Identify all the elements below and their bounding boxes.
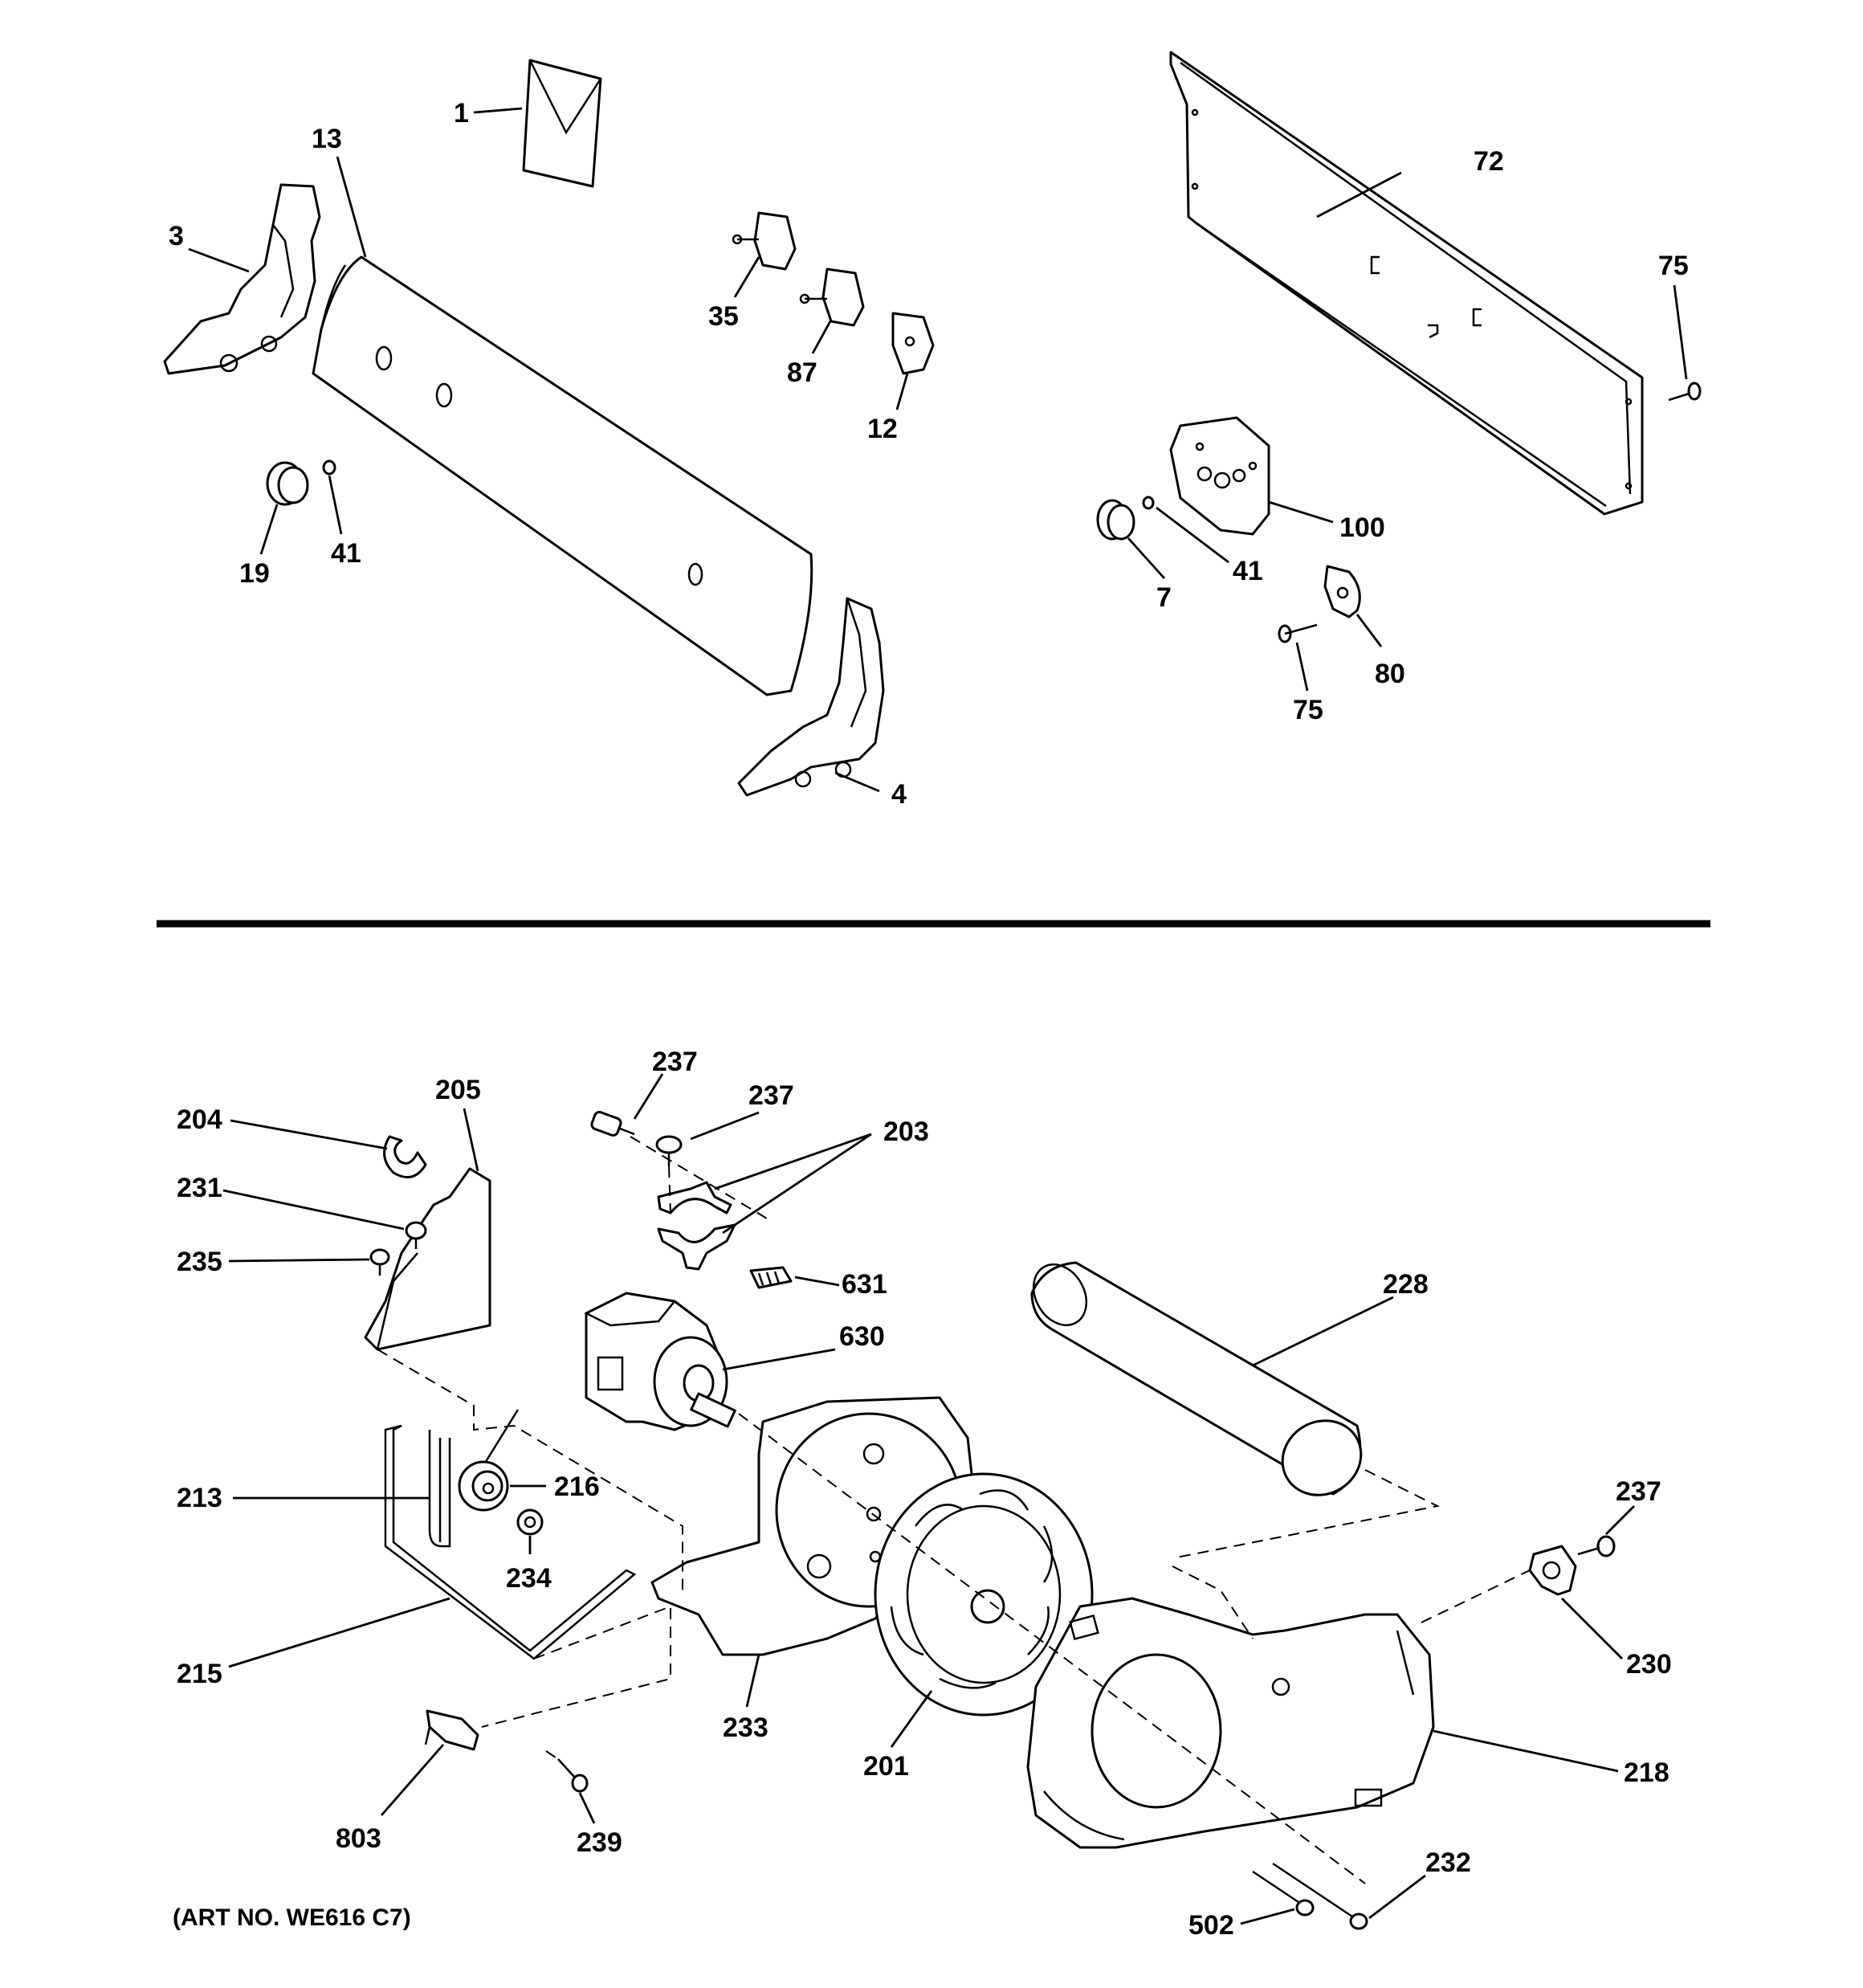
- part-234-bushing: [516, 1508, 544, 1536]
- part-631-connector: [749, 1266, 793, 1289]
- part-35-switch: [732, 211, 797, 271]
- callout-100: 100: [1339, 512, 1385, 543]
- part-803-switch: [424, 1709, 479, 1751]
- upper-section-control-panel: 1 13 3 35 87 12 19 41 4 72 75 100 41 7 8…: [163, 51, 1702, 810]
- callout-237-c: 237: [1616, 1476, 1661, 1507]
- callout-239: 239: [577, 1827, 622, 1858]
- callout-205: 205: [435, 1075, 481, 1105]
- part-630-motor: [584, 1292, 736, 1431]
- callout-19: 19: [239, 558, 270, 589]
- callout-216: 216: [554, 1472, 600, 1502]
- callout-203: 203: [883, 1116, 929, 1147]
- callout-232: 232: [1425, 1847, 1471, 1878]
- part-235-screw: [369, 1248, 390, 1276]
- lower-section-motor-blower: 204 205 231 235 237 237 203 631 630 228 …: [177, 1047, 1672, 1941]
- callout-13: 13: [312, 124, 342, 154]
- part-204-clip: [383, 1135, 427, 1179]
- part-230-thermistor: [1528, 1545, 1577, 1596]
- part-231-screw: [405, 1221, 427, 1249]
- part-237-screw-a: [590, 1111, 635, 1137]
- callout-215: 215: [177, 1659, 222, 1689]
- part-100-control: [1169, 416, 1270, 536]
- part-12-bracket: [891, 312, 935, 375]
- callout-35: 35: [708, 301, 739, 332]
- callout-72: 72: [1474, 146, 1504, 177]
- part-19-knob: [266, 461, 309, 506]
- callout-213: 213: [177, 1483, 222, 1513]
- callout-41-right: 41: [1233, 556, 1263, 586]
- part-237-screw-b: [655, 1135, 683, 1166]
- part-75-screw-lower: [1278, 623, 1318, 643]
- part-13-control-panel: [312, 255, 813, 696]
- callout-234: 234: [506, 1563, 552, 1594]
- part-75-screw-upper: [1668, 382, 1702, 402]
- part-201-blower-wheel: [874, 1472, 1094, 1717]
- part-41-spring-clip: [322, 459, 336, 476]
- part-216-pulley: [458, 1460, 509, 1512]
- callout-1: 1: [454, 98, 469, 129]
- part-239-screw: [557, 1758, 589, 1793]
- part-228-duct: [1030, 1261, 1363, 1496]
- part-203-clamp-lower: [657, 1223, 736, 1271]
- part-7-knob: [1096, 499, 1135, 541]
- part-1-envelope: [522, 59, 602, 188]
- callout-630: 630: [839, 1321, 885, 1352]
- callout-3: 3: [169, 221, 184, 251]
- callout-502: 502: [1188, 1910, 1234, 1941]
- callout-631: 631: [842, 1269, 887, 1300]
- callout-12: 12: [867, 414, 898, 444]
- callout-201: 201: [863, 1751, 909, 1782]
- lower-leader-lines: [222, 1073, 1635, 1925]
- callout-235: 235: [177, 1247, 222, 1277]
- part-87-switch: [799, 267, 865, 327]
- callout-75-lower: 75: [1293, 695, 1323, 725]
- part-41-spring-clip-right: [1142, 496, 1155, 510]
- part-203-clamp-upper: [657, 1181, 732, 1214]
- part-72-backsplash: [1169, 51, 1644, 516]
- callout-87: 87: [787, 357, 817, 388]
- callout-75: 75: [1658, 251, 1689, 281]
- callout-233: 233: [723, 1712, 768, 1743]
- part-218-blower-housing: [1026, 1597, 1435, 1849]
- part-237-screw-c: [1577, 1535, 1616, 1557]
- callout-41: 41: [331, 538, 361, 569]
- callout-803: 803: [336, 1823, 381, 1854]
- callout-204: 204: [177, 1104, 222, 1135]
- part-215-idler-arm: [384, 1409, 637, 1660]
- callout-7: 7: [1156, 582, 1172, 613]
- callout-80: 80: [1375, 659, 1405, 689]
- part-213-belt: [428, 1430, 451, 1548]
- callout-237-a: 237: [652, 1047, 698, 1077]
- callout-228: 228: [1383, 1269, 1429, 1300]
- part-80-bracket: [1323, 565, 1361, 618]
- callout-231: 231: [177, 1173, 222, 1203]
- part-502-screw: [1252, 1870, 1315, 1917]
- callout-230: 230: [1626, 1649, 1672, 1680]
- part-3-left-endcap: [163, 183, 321, 375]
- art-number: (ART NO. WE616 C7): [173, 1904, 411, 1931]
- callout-218: 218: [1624, 1757, 1669, 1788]
- assembly-dashed-lines: [377, 1136, 1531, 1884]
- callout-237-b: 237: [748, 1080, 794, 1111]
- part-232-screw: [1272, 1862, 1368, 1930]
- upper-leader-lines: [188, 107, 1688, 793]
- callout-4: 4: [891, 779, 907, 810]
- part-205-motor-bracket: [364, 1167, 491, 1351]
